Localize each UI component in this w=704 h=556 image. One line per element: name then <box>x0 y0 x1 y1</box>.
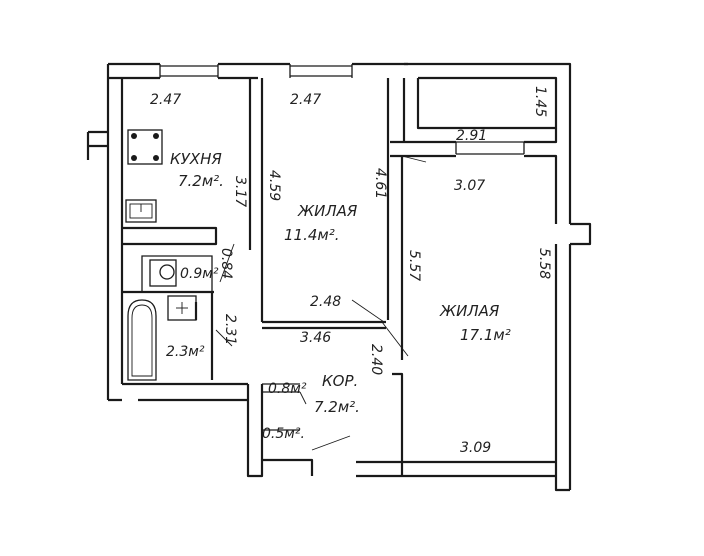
bathtub <box>127 299 157 381</box>
bath-sink <box>167 295 197 321</box>
dim-kitchen-length: 3.17 <box>232 176 248 207</box>
living2-name: ЖИЛАЯ <box>439 302 500 320</box>
stove <box>127 129 163 165</box>
dim-corridor-h: 2.40 <box>368 344 384 375</box>
wc-area: 0.9м² <box>180 266 219 282</box>
dim-living2-left: 5.57 <box>406 250 422 281</box>
exterior-walls <box>86 62 592 492</box>
dim-corridor-diag: 2.48 <box>310 294 341 310</box>
dim-balcony-width: 2.91 <box>456 128 487 144</box>
dim-balcony-depth: 1.45 <box>532 86 548 117</box>
door-swings <box>215 155 427 451</box>
dim-wc-width: 0.84 <box>218 248 234 279</box>
dim-living2-right: 5.58 <box>536 248 552 279</box>
closet1-area: 0.8м² <box>268 381 307 397</box>
bathroom-area: 2.3м² <box>166 344 205 360</box>
interior-walls <box>122 78 404 476</box>
kitchen-name: КУХНЯ <box>170 150 222 168</box>
corridor-name: КОР. <box>322 372 358 390</box>
kitchen-area: 7.2м². <box>178 172 224 190</box>
dim-living1-width: 2.47 <box>290 92 321 108</box>
toilet <box>149 259 177 287</box>
dim-living2-top: 3.07 <box>454 178 485 194</box>
closet2-area: 0.5м². <box>262 426 305 442</box>
dim-living2-bottom: 3.09 <box>460 440 491 456</box>
dim-living1-right: 4.61 <box>372 168 388 199</box>
dim-kitchen-width: 2.47 <box>150 92 181 108</box>
dimension-labels: 2.47 2.47 3.17 4.59 4.61 2.48 3.46 2.91 … <box>150 86 552 456</box>
dim-bath-length: 2.31 <box>222 314 238 345</box>
living1-area: 11.4м². <box>284 226 340 244</box>
living1-name: ЖИЛАЯ <box>297 202 358 220</box>
kitchen-sink <box>125 199 157 223</box>
corridor-area: 7.2м². <box>314 398 360 416</box>
dim-living1-bottom: 3.46 <box>300 330 331 346</box>
dim-living1-left: 4.59 <box>266 170 282 201</box>
living2-area: 17.1м² <box>460 326 511 344</box>
room-labels: КУХНЯ 7.2м². ЖИЛАЯ 11.4м². ЖИЛАЯ 17.1м² … <box>166 150 511 442</box>
